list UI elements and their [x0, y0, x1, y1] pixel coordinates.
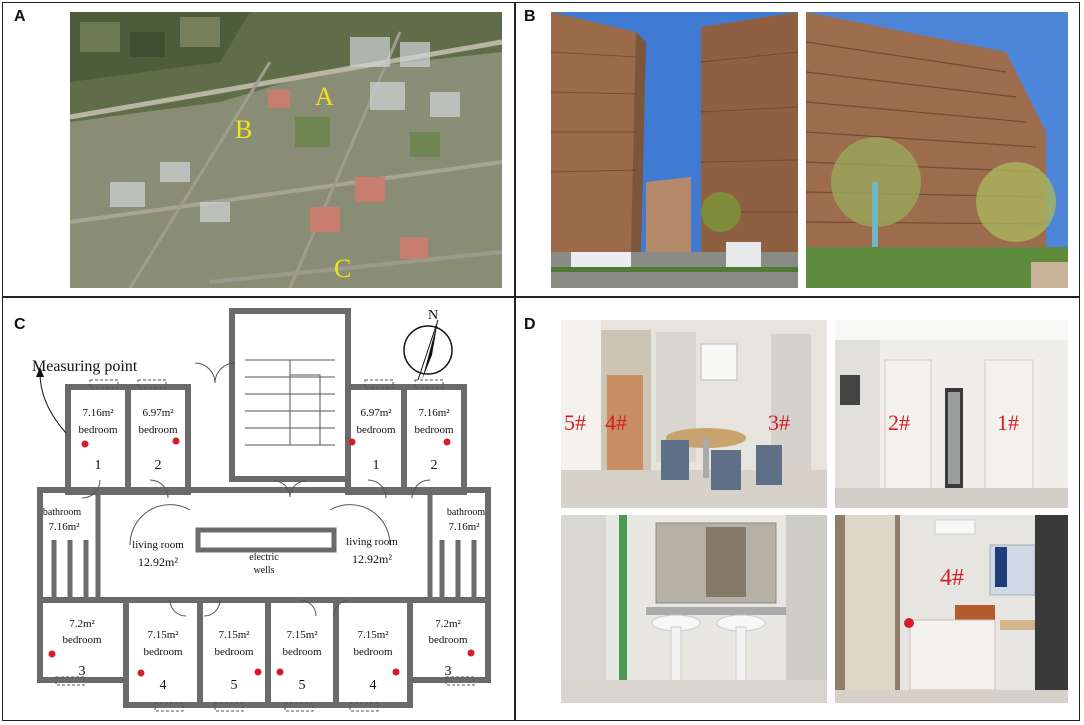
room-tag: 4# — [605, 410, 627, 435]
room-name: bedroom — [414, 424, 454, 436]
room-name: living room — [346, 536, 398, 548]
map-marker-a: A — [315, 82, 334, 111]
interior-photo-living — [561, 320, 827, 508]
room-name: bathroom — [43, 507, 82, 518]
room-name: bedroom — [78, 424, 118, 436]
room-name: bedroom — [356, 424, 396, 436]
room-area: 7.2m² — [435, 618, 461, 630]
room-number: 3 — [79, 664, 86, 679]
room-number: 1 — [95, 458, 102, 473]
satellite-image — [70, 12, 502, 288]
room-number: 3 — [445, 664, 452, 679]
room-name: bathroom — [447, 507, 486, 518]
room-number: 2 — [155, 458, 162, 473]
electric-wells-label: electric — [249, 552, 279, 563]
room-area: 12.92m² — [138, 555, 178, 569]
room-area: 7.15m² — [286, 629, 318, 641]
room-number: 2 — [431, 458, 438, 473]
room-number: 4 — [370, 678, 377, 693]
room-number: 4 — [160, 678, 167, 693]
panel-label-d: D — [524, 316, 536, 333]
room-number: 5 — [231, 678, 238, 693]
interior-photo-bathroom — [561, 515, 827, 703]
building-photo-left — [551, 12, 798, 288]
room-name: bedroom — [353, 646, 393, 658]
room-area: 7.15m² — [357, 629, 389, 641]
panel-label-c: C — [14, 316, 26, 333]
room-area: 7.16m² — [418, 407, 450, 419]
floor-plan: Measuring point N 7.16m² bedroom 1 6.97m… — [10, 305, 510, 717]
room-area: 7.16m² — [448, 521, 480, 533]
room-number: 1 — [373, 458, 380, 473]
panel-label-a: A — [14, 8, 26, 25]
interior-photo-doors — [835, 320, 1068, 508]
building-photo-right — [806, 12, 1068, 288]
room-area: 6.97m² — [360, 407, 392, 419]
room-name: bedroom — [143, 646, 183, 658]
room-area: 12.92m² — [352, 552, 392, 566]
divider-vertical — [514, 2, 516, 721]
room-area: 7.2m² — [69, 618, 95, 630]
panel-label-b: B — [524, 8, 536, 25]
measuring-point-label: Measuring point — [32, 358, 138, 375]
room-name: bedroom — [138, 424, 178, 436]
room-number: 5 — [299, 678, 306, 693]
room-tag: 3# — [768, 410, 790, 435]
measuring-point-marker — [904, 618, 914, 628]
room-name: bedroom — [428, 634, 468, 646]
room-area: 7.15m² — [218, 629, 250, 641]
room-name: bedroom — [282, 646, 322, 658]
room-tag: 5# — [564, 410, 586, 435]
room-name: bedroom — [214, 646, 254, 658]
room-name: bedroom — [62, 634, 102, 646]
room-tag: 2# — [888, 410, 910, 435]
interior-photo-bedroom — [835, 515, 1068, 703]
room-name: living room — [132, 539, 184, 551]
room-area: 7.15m² — [147, 629, 179, 641]
divider-horizontal — [2, 296, 1080, 298]
compass-north-label: N — [428, 308, 438, 323]
electric-wells-label: wells — [253, 565, 274, 576]
map-marker-b: B — [235, 115, 253, 144]
room-area: 6.97m² — [142, 407, 174, 419]
room-area: 7.16m² — [48, 521, 80, 533]
room-tag: 1# — [997, 410, 1019, 435]
room-area: 7.16m² — [82, 407, 114, 419]
map-marker-c: C — [334, 254, 352, 283]
room-tag: 4# — [940, 565, 964, 591]
